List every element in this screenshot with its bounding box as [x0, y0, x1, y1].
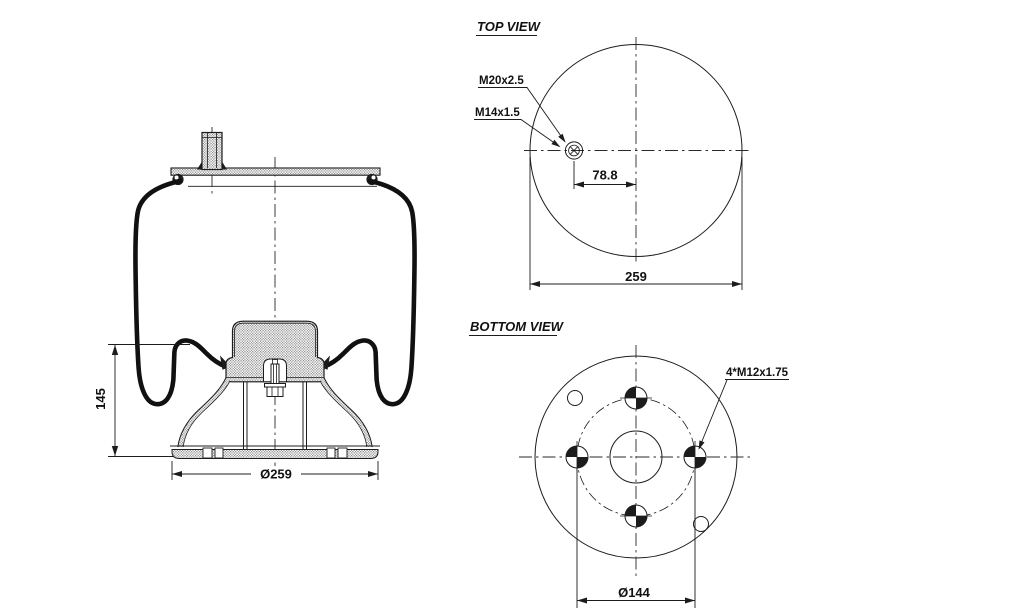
- bolt-hole-top: [620, 386, 652, 410]
- arrowhead: [558, 133, 566, 143]
- base-clip: [337, 447, 348, 459]
- bolt-hole-bottom: [620, 504, 652, 528]
- dimension-outer-diameter: 259: [529, 157, 743, 290]
- base-clip: [214, 447, 224, 459]
- piston-skirt-left: [177, 377, 230, 448]
- bellows-left-outline: [133, 178, 228, 407]
- arrowhead: [698, 440, 705, 450]
- piston-skirt-right: [320, 377, 373, 448]
- small-hole-upper-left: [567, 390, 583, 406]
- arrowhead: [732, 281, 742, 287]
- top-view: TOP VIEW M20x2.5 M14x1.5 78.8: [474, 19, 749, 290]
- arrowhead: [574, 181, 584, 188]
- piston-pedestal: [243, 382, 307, 457]
- center-bolt: [264, 359, 286, 397]
- air-port: [564, 141, 584, 160]
- air-stud: [197, 131, 227, 171]
- bottom-view-title: BOTTOM VIEW: [470, 319, 565, 334]
- bolt-pattern-label: 4*M12x1.75: [726, 367, 789, 379]
- base-clip: [202, 447, 213, 459]
- arrowhead: [551, 139, 561, 148]
- dim-bolt-circle-text: Ø144: [618, 585, 651, 600]
- bellows-right-outline: [322, 178, 417, 407]
- dim-port-offset-text: 78.8: [592, 168, 617, 183]
- top-view-title: TOP VIEW: [477, 19, 542, 34]
- dimension-base-diameter: Ø259: [171, 461, 379, 482]
- base-clip: [326, 447, 336, 459]
- thread-callout-m14: M14x1.5: [474, 107, 561, 148]
- thread-label-m20: M20x2.5: [479, 75, 524, 87]
- base-plate: [170, 445, 380, 459]
- piston: [225, 320, 325, 397]
- arrowhead: [685, 597, 695, 604]
- dim-height-text: 145: [93, 388, 108, 410]
- dim-outer-diameter-text: 259: [625, 269, 647, 284]
- bolt-pattern-callout: 4*M12x1.75: [698, 367, 789, 450]
- arrowhead: [368, 471, 378, 477]
- arrowhead: [111, 446, 119, 456]
- bottom-view: BOTTOM VIEW: [469, 319, 789, 608]
- arrowhead: [172, 471, 182, 477]
- side-view: 145 Ø259: [93, 127, 417, 482]
- dimension-height-145: 145: [93, 344, 190, 457]
- dim-base-diameter-text: Ø259: [260, 467, 292, 482]
- dimension-bolt-circle: Ø144: [576, 468, 696, 608]
- dimension-port-offset: 78.8: [573, 161, 636, 189]
- thread-label-m14: M14x1.5: [475, 107, 520, 119]
- center-hole: [609, 430, 663, 484]
- arrowhead: [530, 281, 540, 287]
- arrowhead: [577, 597, 587, 604]
- small-hole-lower-right: [693, 516, 709, 532]
- arrowhead: [626, 181, 636, 188]
- top-plate: [170, 167, 381, 176]
- arrowhead: [111, 345, 119, 355]
- thread-callout-m20: M20x2.5: [478, 75, 566, 143]
